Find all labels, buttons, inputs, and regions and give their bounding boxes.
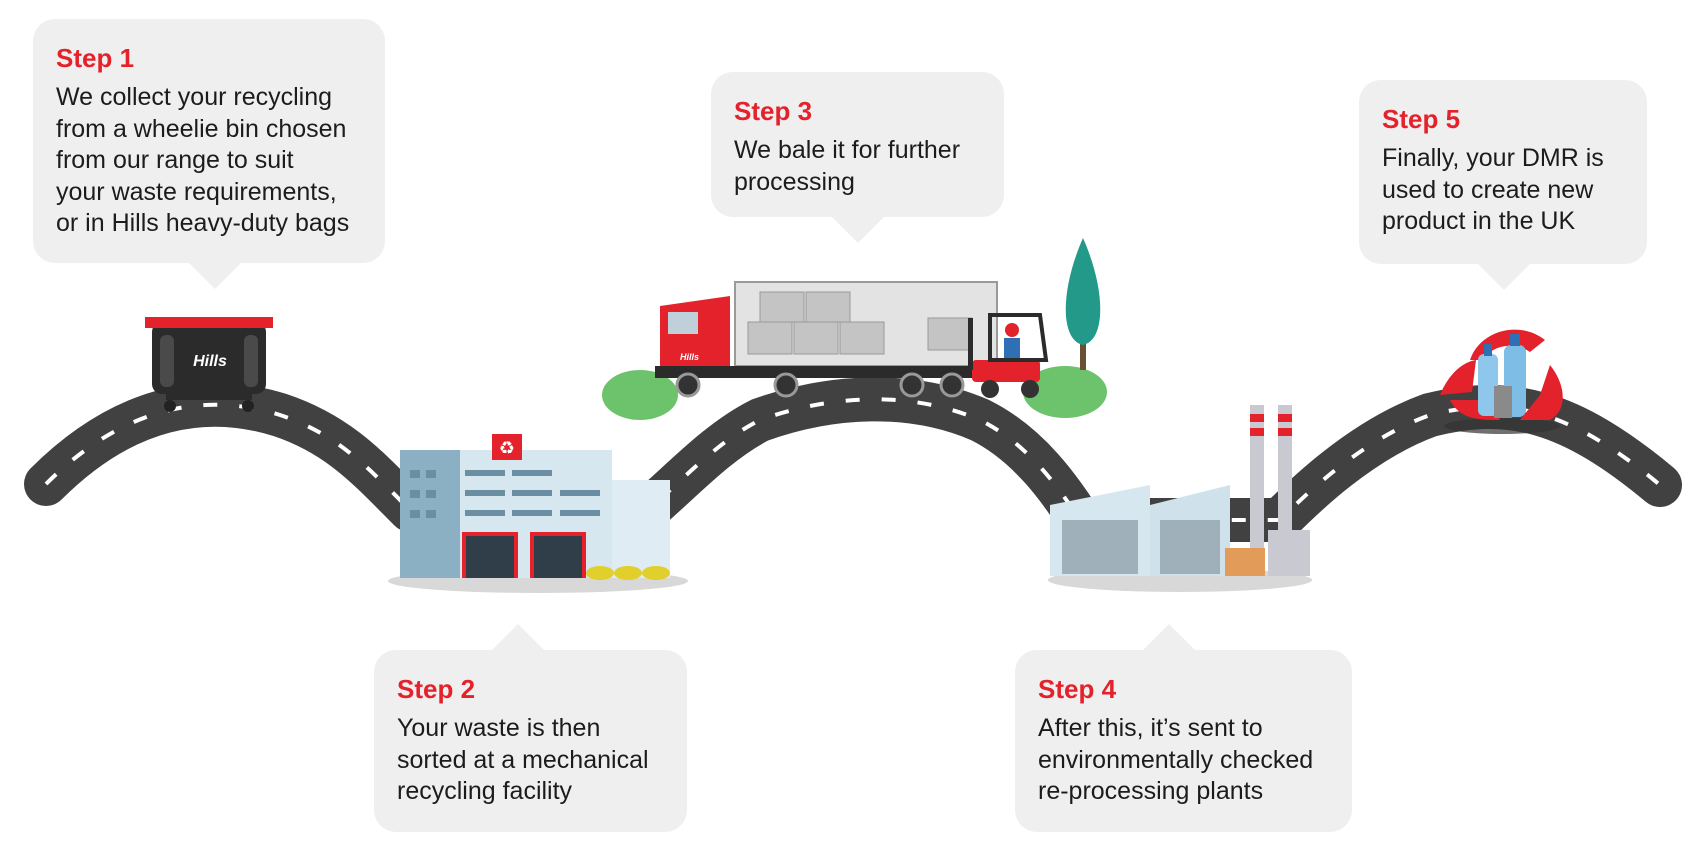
truck-brand-label: Hills	[680, 352, 699, 362]
step-5-text: Finally, your DMR is used to create new …	[1382, 143, 1625, 238]
step-2-line-2: sorted at a mechanical	[397, 745, 649, 774]
tree-icon	[1065, 238, 1101, 370]
step-1-callout: Step 1 We collect your recycling from a …	[33, 19, 385, 289]
step-4-line-1: After this, it’s sent to	[1038, 714, 1263, 742]
recycling-facility-icon: ♻	[388, 434, 688, 593]
forklift-icon	[968, 313, 1049, 398]
factory-icon	[1048, 405, 1312, 592]
recycled-bottles-icon	[1440, 329, 1563, 434]
wheelie-bin-icon: Hills	[145, 317, 273, 412]
step-3-pointer	[831, 216, 885, 243]
step-2-text: Your waste is then sorted at a mechanica…	[397, 713, 665, 808]
step-1-line-4: your waste requirements,	[56, 177, 337, 206]
truck-icon: Hills	[655, 281, 1010, 398]
step-5-line-2: used to create new	[1382, 175, 1594, 204]
step-4-line-3: re-processing plants	[1038, 777, 1264, 805]
step-2-title: Step 2	[397, 674, 476, 704]
truck-scene: Hills	[602, 238, 1107, 420]
step-1-line-1: We collect your recycling	[56, 83, 333, 111]
step-1-pointer	[188, 262, 242, 289]
step-5-line-1: Finally, your DMR is	[1382, 144, 1604, 172]
step-5-line-3: product in the UK	[1382, 207, 1576, 235]
step-3-line-1: We bale it for further	[734, 136, 961, 164]
step-4-pointer	[1142, 624, 1196, 651]
step-1-line-5: or in Hills heavy-duty bags	[56, 209, 350, 237]
step-5-title: Step 5	[1382, 104, 1461, 134]
step-3-title: Step 3	[734, 96, 813, 126]
step-3-text: We bale it for further processing	[734, 135, 982, 198]
road	[24, 377, 1682, 557]
step-5-callout: Step 5 Finally, your DMR is used to crea…	[1359, 80, 1647, 290]
step-1-text: We collect your recycling from a wheelie…	[56, 82, 363, 240]
step-1-title: Step 1	[56, 43, 135, 73]
step-3-callout: Step 3 We bale it for further processing	[711, 72, 1004, 243]
step-4-callout: Step 4 After this, it’s sent to environm…	[1015, 624, 1352, 832]
step-3-line-2: processing	[734, 167, 855, 196]
bin-brand-label: Hills	[193, 353, 227, 370]
step-4-text: After this, it’s sent to environmentally…	[1038, 713, 1330, 808]
step-1-line-2: from a wheelie bin chosen	[56, 114, 347, 143]
recycle-symbol-icon: ♻	[499, 438, 515, 459]
step-2-line-1: Your waste is then	[397, 714, 601, 742]
step-2-pointer	[491, 624, 545, 651]
step-2-callout: Step 2 Your waste is then sorted at a me…	[374, 624, 687, 832]
step-5-pointer	[1477, 263, 1531, 290]
step-4-title: Step 4	[1038, 674, 1117, 704]
step-1-line-3: from our range to suit	[56, 146, 294, 174]
step-2-line-3: recycling facility	[397, 777, 573, 805]
road-markings	[44, 397, 1662, 538]
step-4-line-2: environmentally checked	[1038, 745, 1314, 774]
